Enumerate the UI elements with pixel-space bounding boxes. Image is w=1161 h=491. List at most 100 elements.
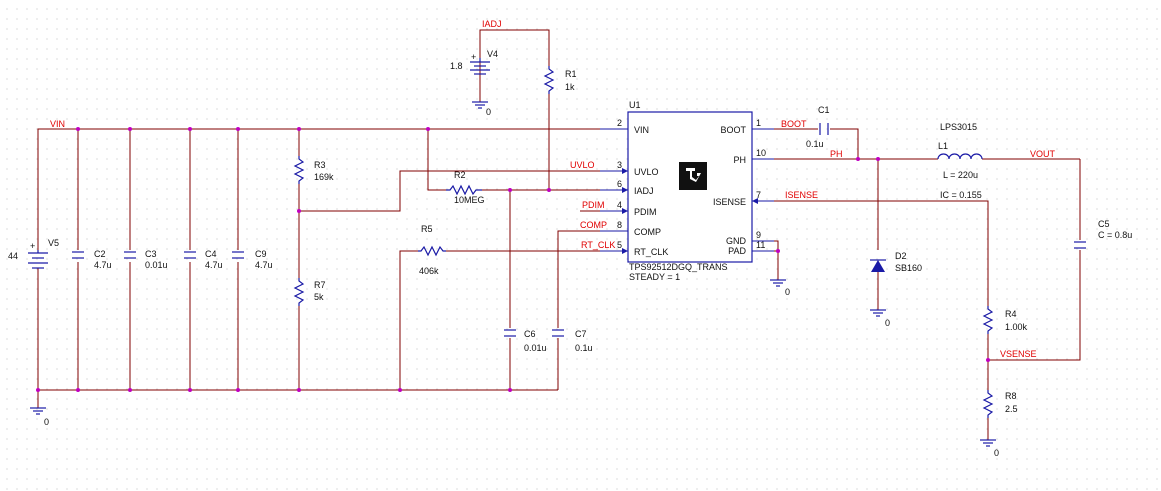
svg-text:C1: C1: [818, 105, 830, 115]
pin-name-pad: PAD: [728, 246, 746, 256]
v4-value: 1.8: [450, 61, 463, 71]
svg-text:R8: R8: [1005, 391, 1017, 401]
v5-ref: V5: [48, 238, 59, 248]
svg-text:5k: 5k: [314, 292, 324, 302]
pin-num-9: 9: [756, 230, 761, 240]
net-uvlo: UVLO: [570, 160, 595, 170]
svg-text:D2: D2: [895, 251, 907, 261]
svg-text:IC = 0.155: IC = 0.155: [940, 190, 982, 200]
svg-text:4.7u: 4.7u: [255, 260, 273, 270]
resistor-r4[interactable]: R4 1.00k: [982, 306, 1028, 334]
pin-num-8: 8: [617, 220, 622, 230]
net-iadj: IADJ: [482, 19, 502, 29]
svg-text:R4: R4: [1005, 309, 1017, 319]
svg-text:169k: 169k: [314, 172, 334, 182]
source-v4[interactable]: + V4 1.8: [450, 49, 498, 75]
ground-icon: 0: [770, 279, 790, 297]
ic-pin-stubs: [600, 128, 774, 252]
v5-value: 44: [8, 251, 18, 261]
net-vout: VOUT: [1030, 149, 1056, 159]
pin-name-uvlo: UVLO: [634, 167, 659, 177]
svg-text:C9: C9: [255, 249, 267, 259]
svg-text:C = 0.8u: C = 0.8u: [1098, 230, 1132, 240]
net-comp: COMP: [580, 220, 607, 230]
pin-num-5: 5: [617, 240, 622, 250]
pin-name-rtclk: RT_CLK: [634, 247, 668, 257]
resistor-r8[interactable]: R82.5: [982, 390, 1018, 418]
net-vsense: VSENSE: [1000, 349, 1037, 359]
svg-text:+: +: [471, 52, 476, 62]
svg-text:C3: C3: [145, 249, 157, 259]
svg-text:4.7u: 4.7u: [205, 260, 223, 270]
svg-text:4.7u: 4.7u: [94, 260, 112, 270]
pin-num-11: 11: [756, 240, 765, 250]
svg-text:C2: C2: [94, 249, 106, 259]
pin-name-ph: PH: [733, 155, 746, 165]
pin-num-7: 7: [756, 190, 761, 200]
svg-text:R2: R2: [454, 170, 466, 180]
svg-text:C7: C7: [575, 329, 587, 339]
ground-icon: 0: [472, 101, 491, 117]
capacitor-c6[interactable]: C60.01u: [504, 329, 547, 353]
pin-name-pdim: PDIM: [634, 207, 657, 217]
ic-ref: U1: [629, 100, 641, 110]
svg-text:0: 0: [486, 107, 491, 117]
svg-text:1k: 1k: [565, 82, 575, 92]
pin-num-2: 2: [617, 118, 622, 128]
capacitor-c4[interactable]: C44.7u: [184, 249, 223, 270]
pin-num-6: 6: [617, 179, 622, 189]
ic-part: TPS92512DGQ_TRANS: [629, 262, 728, 272]
ground-icon: 0: [980, 439, 999, 458]
diode-d2[interactable]: D2 SB160: [870, 251, 922, 273]
svg-text:1.00k: 1.00k: [1005, 322, 1028, 332]
svg-text:R3: R3: [314, 160, 326, 170]
ground-icon: 0: [870, 309, 890, 328]
resistor-r2[interactable]: R2 10MEG: [446, 170, 485, 205]
svg-text:10MEG: 10MEG: [454, 195, 485, 205]
svg-text:L1: L1: [938, 141, 948, 151]
svg-text:R7: R7: [314, 280, 326, 290]
svg-text:0: 0: [785, 287, 790, 297]
pin-num-10: 10: [756, 148, 766, 158]
svg-text:0: 0: [44, 417, 49, 427]
pin-name-gnd: GND: [726, 236, 747, 246]
svg-text:0: 0: [994, 448, 999, 458]
svg-text:R1: R1: [565, 69, 577, 79]
pin-name-comp: COMP: [634, 227, 661, 237]
svg-text:0: 0: [885, 318, 890, 328]
svg-text:0.01u: 0.01u: [524, 343, 547, 353]
net-isense: ISENSE: [785, 190, 818, 200]
capacitor-c5[interactable]: C5C = 0.8u: [1074, 219, 1132, 249]
v4-ref: V4: [487, 49, 498, 59]
net-boot: BOOT: [781, 119, 807, 129]
capacitor-c9[interactable]: C94.7u: [232, 249, 273, 270]
pin-name-boot: BOOT: [720, 125, 746, 135]
resistor-r3[interactable]: R3 169k: [293, 156, 334, 184]
svg-text:R5: R5: [421, 224, 433, 234]
ic-steady: STEADY = 1: [629, 272, 680, 282]
ground-symbols: 0 0 0 0 0: [30, 101, 999, 458]
ti-logo-icon: [679, 162, 707, 190]
capacitor-c1[interactable]: C1 0.1u: [806, 105, 830, 149]
net-vin: VIN: [50, 119, 65, 129]
svg-text:L = 220u: L = 220u: [943, 170, 978, 180]
pin-name-iadj: IADJ: [634, 186, 654, 196]
source-v5[interactable]: + V5 44: [8, 238, 59, 269]
capacitor-c2[interactable]: C24.7u: [72, 249, 112, 270]
capacitor-c7[interactable]: C70.1u: [552, 329, 593, 353]
svg-text:C5: C5: [1098, 219, 1110, 229]
svg-text:LPS3015: LPS3015: [940, 122, 977, 132]
ground-icon: 0: [30, 407, 49, 427]
pin-name-isense: ISENSE: [713, 197, 746, 207]
svg-text:C4: C4: [205, 249, 217, 259]
ic-u1[interactable]: U1 TPS92512DGQ_TRANS STEADY = 1 VIN UVLO…: [617, 100, 766, 282]
net-rtclk: RT_CLK: [581, 240, 615, 250]
inductor-l1[interactable]: LPS3015 L1 L = 220u IC = 0.155: [937, 122, 983, 200]
capacitor-c3[interactable]: C30.01u: [124, 249, 168, 270]
net-ph: PH: [830, 149, 843, 159]
